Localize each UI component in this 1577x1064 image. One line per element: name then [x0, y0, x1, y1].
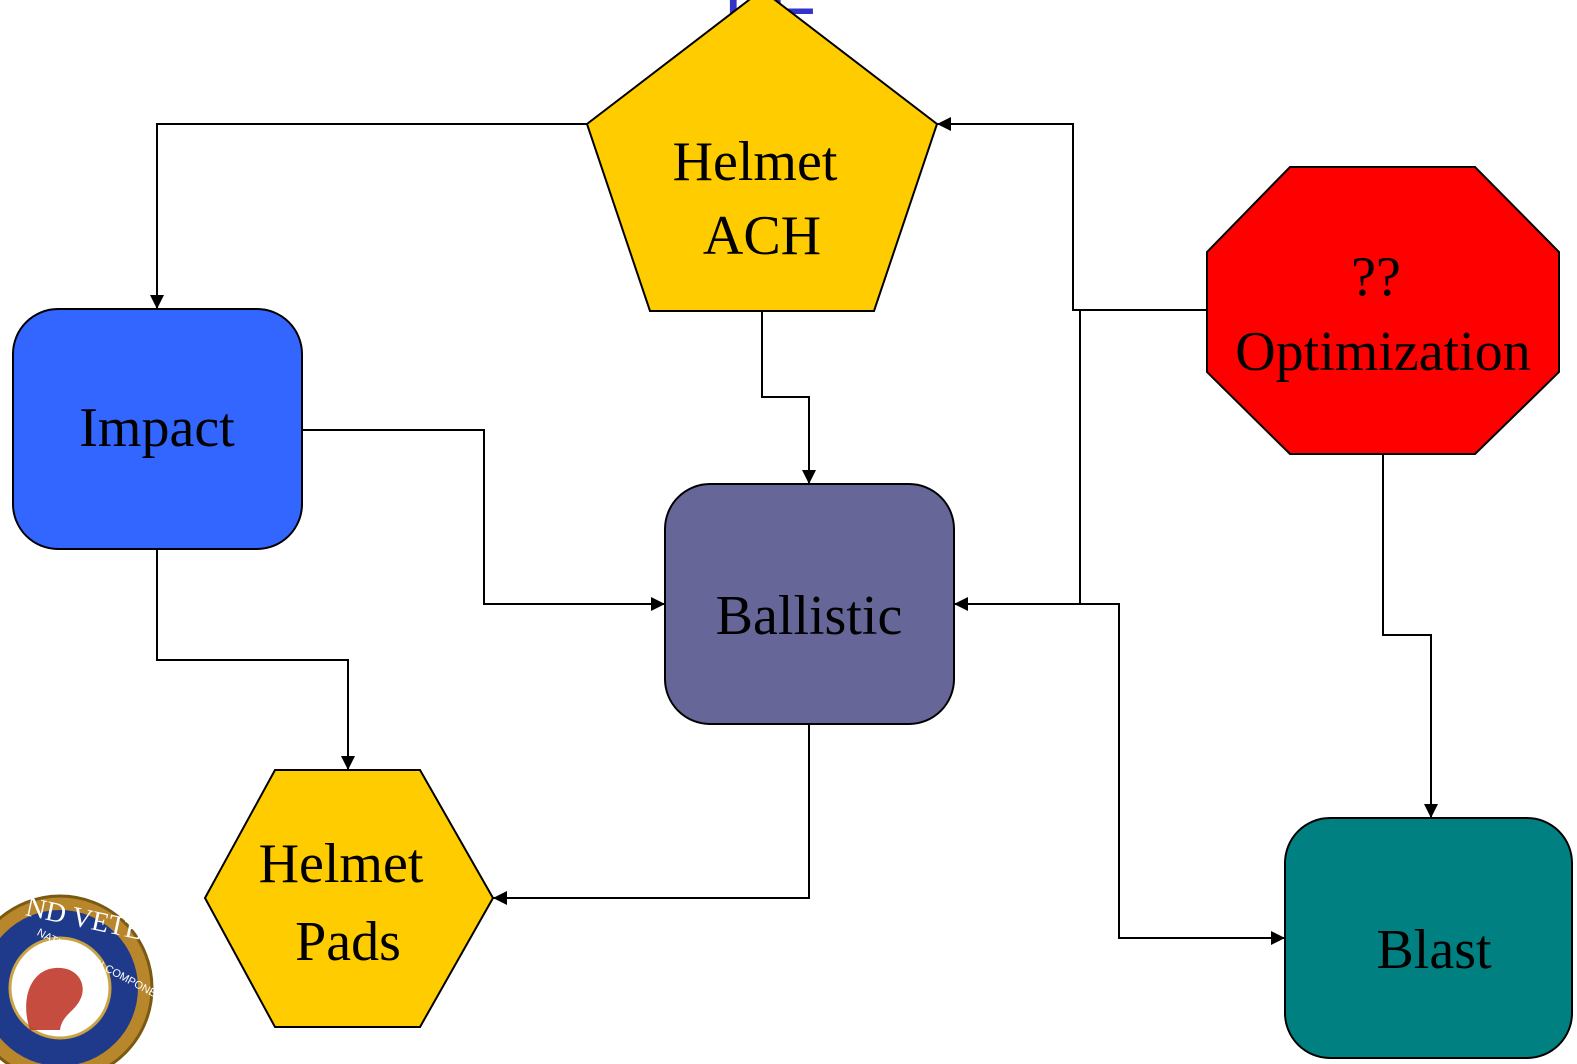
ballistic-label: Ballistic — [716, 585, 903, 647]
node-helmet-pads: Helmet Pads — [203, 769, 495, 1028]
svg-text:Helmet ACH: Helmet ACH — [673, 131, 852, 267]
edge-optimization-to-blast — [1382, 454, 1438, 818]
edge-helmet-ach-to-ballistic — [761, 311, 816, 484]
seal-logo: ND VETERANS NATIONAL TBI COMPONENT — [0, 892, 218, 1064]
edge-optimization-to-ballistic — [954, 309, 1207, 611]
edge-optimization-to-helmet-ach — [937, 117, 1207, 311]
blast-box — [1284, 817, 1573, 1059]
impact-label: Impact — [79, 397, 235, 459]
helmet-pads-label-line-1: Helmet — [259, 833, 424, 895]
helmet-pads-hexagon — [203, 769, 495, 1028]
helmet-pads-label-line-2: Pads — [295, 911, 401, 973]
edge-helmet-ach-to-impact — [150, 123, 588, 309]
optimization-label-line-2: Optimization — [1235, 321, 1531, 383]
helmet-ach-label-line-1: Helmet — [673, 131, 838, 193]
edge-ballistic-to-blast — [1080, 603, 1285, 945]
node-ballistic: Ballistic — [664, 483, 955, 725]
edges — [150, 117, 1438, 945]
ballistic-box — [664, 483, 955, 725]
helmet-ach-label-line-2: ACH — [703, 205, 821, 267]
node-helmet-ach: Helmet ACH — [585, 0, 939, 312]
optimization-label-line-1: ?? — [1351, 246, 1401, 308]
helmet-ach-pentagon — [585, 0, 939, 312]
svg-text:Helmet Pads: Helmet Pads — [259, 833, 438, 973]
node-optimization: ?? Optimization — [1206, 166, 1560, 455]
edge-impact-to-ballistic — [302, 429, 665, 611]
blast-label: Blast — [1376, 919, 1492, 981]
node-blast: Blast — [1284, 817, 1573, 1059]
edge-impact-to-helmet-pads — [156, 549, 355, 770]
node-impact: Impact — [12, 308, 303, 550]
impact-box — [12, 308, 303, 550]
svg-text:?? Optimization: ?? Optimization — [1235, 246, 1531, 383]
edge-ballistic-to-helmet-pads — [493, 724, 810, 905]
optimization-octagon — [1206, 166, 1560, 455]
